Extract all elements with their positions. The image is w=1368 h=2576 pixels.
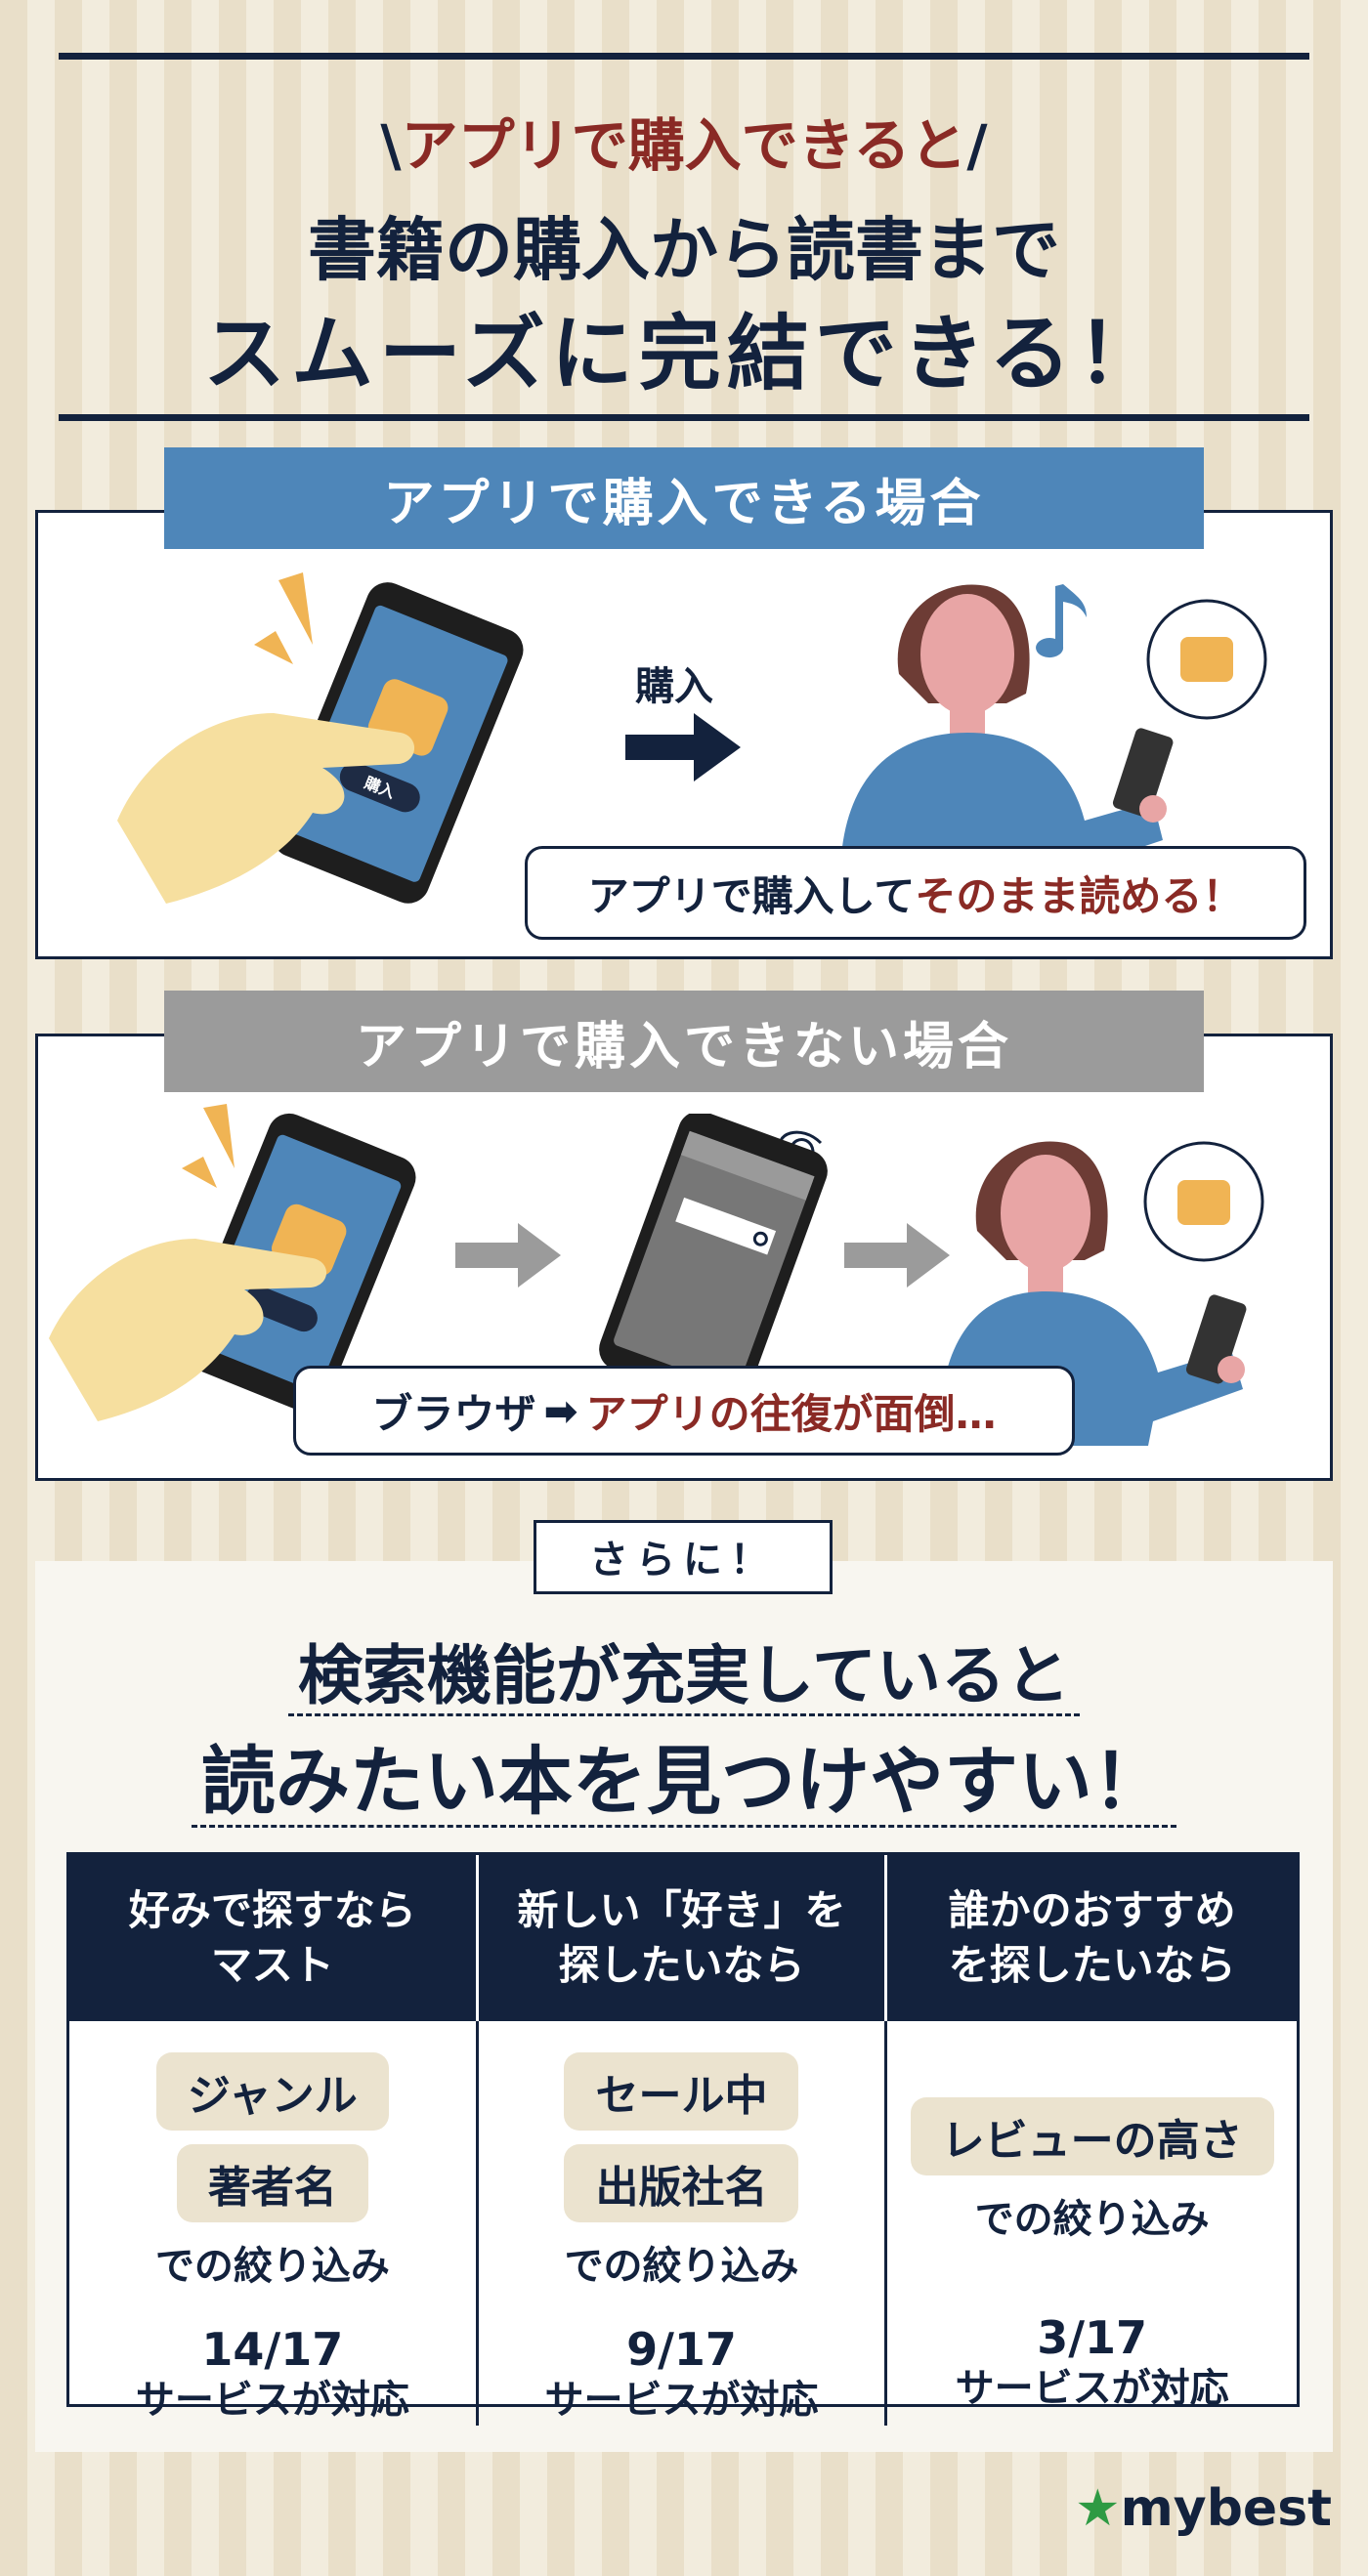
- gray-arrow-icon-1: [455, 1223, 561, 1288]
- star-icon: ★: [1075, 2479, 1121, 2538]
- filter-pill: 出版社名: [564, 2144, 799, 2222]
- reader-person-illustration: [840, 584, 1267, 879]
- case-can-speech-bubble: アプリで購入してそのまま読める！: [525, 846, 1306, 940]
- support-count-label: サービスが対応: [135, 2378, 409, 2423]
- browser-search-box: [675, 1197, 777, 1255]
- hand-shape: [49, 1239, 327, 1421]
- filter-pill: 著者名: [176, 2144, 368, 2222]
- black-arrow-icon: ➡: [543, 1386, 578, 1435]
- body-shape: [840, 733, 1163, 879]
- filter-pill: セール中: [564, 2052, 799, 2131]
- hand-shape: [117, 713, 415, 904]
- table-cell: セール中 出版社名 での絞り込み 9/17 サービスが対応: [479, 2021, 888, 2426]
- filter-sub-label: での絞り込み: [564, 2244, 799, 2289]
- music-note-icon: [1036, 584, 1087, 658]
- title-underline-rule: [59, 414, 1309, 421]
- more-tag: さらに！: [534, 1520, 833, 1594]
- page-title-line2: スムーズに完結できる！: [202, 305, 1166, 401]
- top-rule: [59, 53, 1309, 60]
- search-icon: [752, 1231, 768, 1246]
- spark-icon: [203, 1104, 235, 1168]
- case-cannot-speech-bubble: ブラウザ➡アプリの往復が面倒…: [293, 1366, 1075, 1456]
- head-shape: [920, 594, 1014, 715]
- case-cannot-band: アプリで購入できない場合: [164, 991, 1204, 1092]
- mybest-logo: ★mybest: [1075, 2479, 1333, 2538]
- table-cell: ジャンル 著者名 での絞り込み 14/17 サービスが対応: [69, 2021, 479, 2426]
- support-count: 3/17: [1037, 2311, 1148, 2364]
- table-header-cell: 好みで探すならマスト: [69, 1855, 479, 2021]
- support-count: 9/17: [626, 2323, 737, 2376]
- browser-phone-illustration: [599, 1114, 828, 1407]
- more-line1: 検索機能が充実していると: [0, 1624, 1368, 1717]
- table-cell: レビューの高さ での絞り込み 3/17 サービスが対応: [887, 2021, 1297, 2426]
- spark-icon-small: [254, 631, 293, 664]
- table-header-cell: 誰かのおすすめを探したいなら: [887, 1855, 1297, 2021]
- support-count: 14/17: [201, 2323, 344, 2376]
- buy-arrow-label: 購入: [635, 664, 713, 709]
- filter-sub-label: での絞り込み: [974, 2197, 1210, 2242]
- support-count-label: サービスが対応: [955, 2366, 1229, 2411]
- table-header-cell: 新しい「好き」を探したいなら: [478, 1855, 888, 2021]
- held-phone: [1112, 728, 1174, 818]
- hand-phone-illustration: 購入: [117, 572, 524, 904]
- hand-phone-illustration-2: [49, 1104, 416, 1421]
- phone-buy-button: [339, 762, 420, 813]
- filter-sub-label: での絞り込み: [154, 2244, 390, 2289]
- book-icon: [1177, 1180, 1230, 1225]
- spark-icon: [278, 572, 313, 645]
- gray-arrow-icon-2: [844, 1223, 950, 1288]
- head-shape: [1001, 1155, 1090, 1272]
- case-can-band: アプリで購入できる場合: [164, 447, 1204, 549]
- more-line2: 読みたい本を見つけやすい！: [0, 1721, 1368, 1829]
- support-count-label: サービスが対応: [544, 2378, 819, 2423]
- filter-pill: ジャンル: [155, 2052, 389, 2131]
- held-phone: [1185, 1294, 1247, 1384]
- page-title-line1: 書籍の購入から読書まで: [308, 209, 1060, 290]
- book-icon: [1180, 637, 1233, 682]
- header-kicker: \アプリで購入できると/: [380, 112, 988, 179]
- spark-icon-small: [182, 1157, 217, 1188]
- search-features-table: 好みで探すならマスト 新しい「好き」を探したいなら 誰かのおすすめを探したいなら…: [66, 1852, 1300, 2426]
- filter-pill: レビューの高さ: [910, 2097, 1274, 2175]
- right-arrow-icon: [625, 713, 741, 781]
